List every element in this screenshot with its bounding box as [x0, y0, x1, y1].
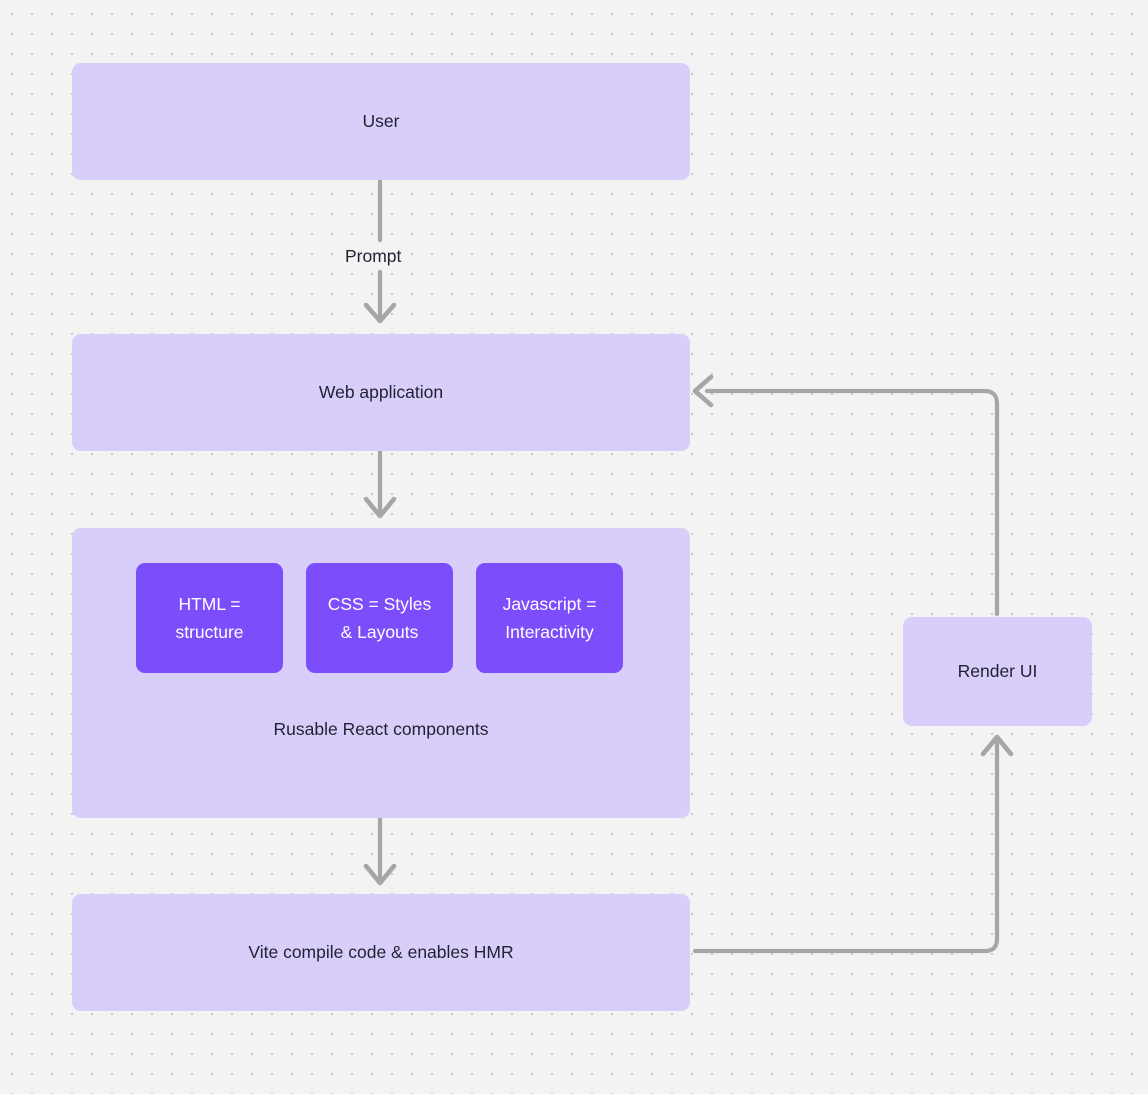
node-components-label: Rusable React components	[273, 719, 489, 739]
node-web-application-label: Web application	[318, 381, 444, 402]
edge-vite-to-render-ui	[692, 734, 1014, 954]
edge-web-application-to-components	[363, 448, 397, 519]
edge-render-ui-to-web-application	[692, 374, 1000, 617]
node-render-ui[interactable]: Render UI	[903, 617, 1092, 726]
node-vite[interactable]: Vite compile code & enables HMR	[72, 894, 690, 1011]
edge-components-to-vite	[363, 815, 397, 886]
node-render-ui-label: Render UI	[957, 660, 1038, 681]
node-vite-label: Vite compile code & enables HMR	[248, 941, 514, 962]
node-javascript[interactable]: Javascript = Interactivity	[476, 563, 623, 673]
node-css[interactable]: CSS = Styles & Layouts	[306, 563, 453, 673]
node-html-label: HTML = structure	[175, 593, 244, 642]
node-user[interactable]: User	[72, 63, 690, 180]
node-javascript-label: Javascript = Interactivity	[502, 593, 597, 642]
node-css-label: CSS = Styles & Layouts	[327, 593, 432, 642]
edge-label-prompt: Prompt	[345, 246, 402, 266]
node-components-group[interactable]: HTML = structure CSS = Styles & Layouts …	[72, 528, 690, 818]
node-web-application[interactable]: Web application	[72, 334, 690, 451]
node-user-label: User	[362, 110, 400, 131]
node-html[interactable]: HTML = structure	[136, 563, 283, 673]
